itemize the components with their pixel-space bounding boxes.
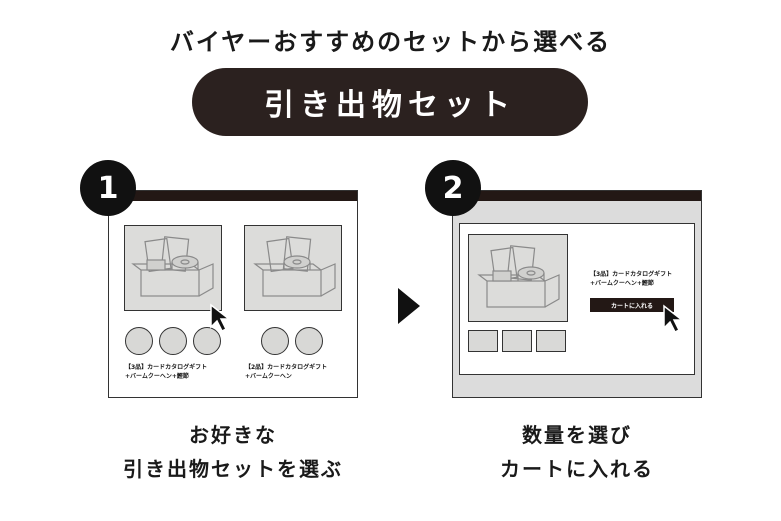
mouse-cursor-icon (663, 304, 685, 334)
step-1-number: 1 (97, 170, 119, 206)
product-1-thumb-card[interactable] (125, 327, 153, 355)
product-1-title-line1: 【3品】カードカタログギフト (125, 364, 208, 371)
product-1-thumb-cake[interactable] (159, 327, 187, 355)
product-1-title[interactable]: 【3品】カードカタログギフト +バームクーヘン+鰹節 (125, 363, 207, 381)
detail-thumb-3[interactable] (536, 330, 566, 352)
mouse-cursor-icon (210, 303, 232, 333)
product-2-title[interactable]: 【2品】カードカタログギフト +バームクーヘン (245, 363, 327, 381)
step-2-browser-window: 【3品】カードカタログギフト +バームクーヘン+鰹節 カートに入れる (452, 190, 702, 398)
product-2-title-line2: +バームクーヘン (245, 373, 292, 380)
product-2-image[interactable] (244, 225, 342, 311)
triangle-right-icon (398, 288, 420, 324)
step-1-badge: 1 (80, 160, 136, 216)
product-detail-panel: 【3品】カードカタログギフト +バームクーヘン+鰹節 カートに入れる (459, 223, 695, 375)
product-1-thumb-bonito[interactable] (193, 327, 221, 355)
gift-box-icon (253, 236, 336, 297)
detail-thumb-1[interactable] (468, 330, 498, 352)
product-1-title-line2: +バームクーヘン+鰹節 (125, 373, 189, 380)
product-2-thumb-cake[interactable] (295, 327, 323, 355)
add-to-cart-label: カートに入れる (610, 302, 653, 310)
add-to-cart-button[interactable]: カートに入れる (590, 298, 674, 312)
product-detail-image (468, 234, 568, 322)
step-2-number: 2 (442, 170, 464, 206)
product-1-image[interactable] (124, 225, 222, 311)
gift-set-title-pill: 引き出物セット (192, 68, 588, 136)
product-detail-title: 【3品】カードカタログギフト +バームクーヘン+鰹節 (590, 270, 672, 288)
gift-set-title: 引き出物セット (264, 88, 516, 123)
gift-box-icon (477, 245, 560, 308)
step-2-badge: 2 (425, 160, 481, 216)
step-1-caption-line2: 引き出物セットを選ぶ (123, 457, 343, 481)
browser-title-bar (453, 191, 701, 201)
step-1-caption: お好きな 引き出物セットを選ぶ (108, 418, 358, 486)
product-detail-title-line1: 【3品】カードカタログギフト (590, 271, 673, 278)
step-2-caption: 数量を選び カートに入れる (452, 418, 702, 486)
browser-title-bar (109, 191, 357, 201)
product-2-thumb-card[interactable] (261, 327, 289, 355)
page-headline: バイヤーおすすめのセットから選べる (169, 28, 612, 56)
product-2-title-line1: 【2品】カードカタログギフト (245, 364, 328, 371)
product-detail-title-line2: +バームクーヘン+鰹節 (590, 280, 654, 287)
detail-thumb-2[interactable] (502, 330, 532, 352)
step-2-caption-line1: 数量を選び (522, 423, 632, 447)
step-1-caption-line1: お好きな (189, 423, 277, 447)
step-1-browser-window: 【3品】カードカタログギフト +バームクーヘン+鰹節 【2品】カードカタログギフ… (108, 190, 358, 398)
step-2-caption-line2: カートに入れる (500, 457, 654, 481)
gift-box-icon (131, 236, 214, 297)
